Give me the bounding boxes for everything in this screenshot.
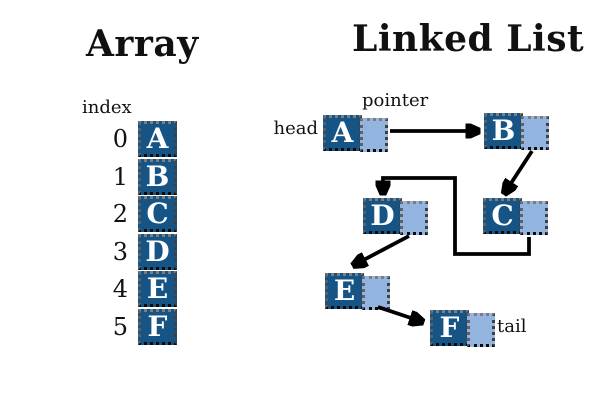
array-row: 1 B xyxy=(98,158,177,197)
linked-list-node-b: B xyxy=(484,113,549,150)
array-cell: C xyxy=(138,196,177,233)
node-pointer-box xyxy=(520,201,548,235)
array-cell: E xyxy=(138,271,177,308)
node-value: E xyxy=(325,273,364,309)
linked-list-title: Linked List xyxy=(352,18,585,60)
index-label: index xyxy=(82,97,132,118)
array-row: 5 F xyxy=(98,308,177,347)
array-index: 1 xyxy=(112,162,128,191)
node-value: D xyxy=(363,198,402,234)
array-index: 2 xyxy=(112,200,128,229)
array-cell: D xyxy=(138,233,177,270)
array-cell: F xyxy=(138,308,177,345)
node-pointer-box xyxy=(362,276,390,310)
pointer-label: pointer xyxy=(362,90,429,111)
array-index: 4 xyxy=(112,275,128,304)
linked-list-node-d: D xyxy=(363,198,428,235)
linked-list-node-e: E xyxy=(325,273,390,310)
array-row: 0 A xyxy=(98,121,177,159)
array-cell: B xyxy=(138,158,177,195)
array-title: Array xyxy=(86,23,199,65)
head-label: head xyxy=(273,118,319,139)
arrow-b-to-c xyxy=(506,149,534,191)
array-rows: 0 A 1 B 2 C 3 D 4 E 5 F xyxy=(98,121,177,347)
node-pointer-box xyxy=(360,118,388,152)
node-value: C xyxy=(483,198,522,234)
array-index: 0 xyxy=(112,125,128,153)
node-pointer-box xyxy=(400,201,428,235)
node-pointer-box xyxy=(521,116,549,150)
linked-list-node-f: F xyxy=(430,310,495,347)
array-index: 3 xyxy=(112,237,128,266)
linked-list-node-c: C xyxy=(483,198,548,235)
array-row: 4 E xyxy=(98,271,177,309)
node-value: F xyxy=(430,310,469,346)
array-row: 2 C xyxy=(98,196,177,234)
array-index: 5 xyxy=(112,312,128,341)
array-cell: A xyxy=(138,121,177,157)
node-value: B xyxy=(484,113,523,149)
arrow-d-to-e xyxy=(356,234,410,264)
tail-label: tail xyxy=(497,316,527,337)
array-row: 3 D xyxy=(98,233,177,272)
node-value: A xyxy=(323,115,362,151)
linked-list-node-a: A xyxy=(323,115,388,152)
node-pointer-box xyxy=(467,313,495,347)
